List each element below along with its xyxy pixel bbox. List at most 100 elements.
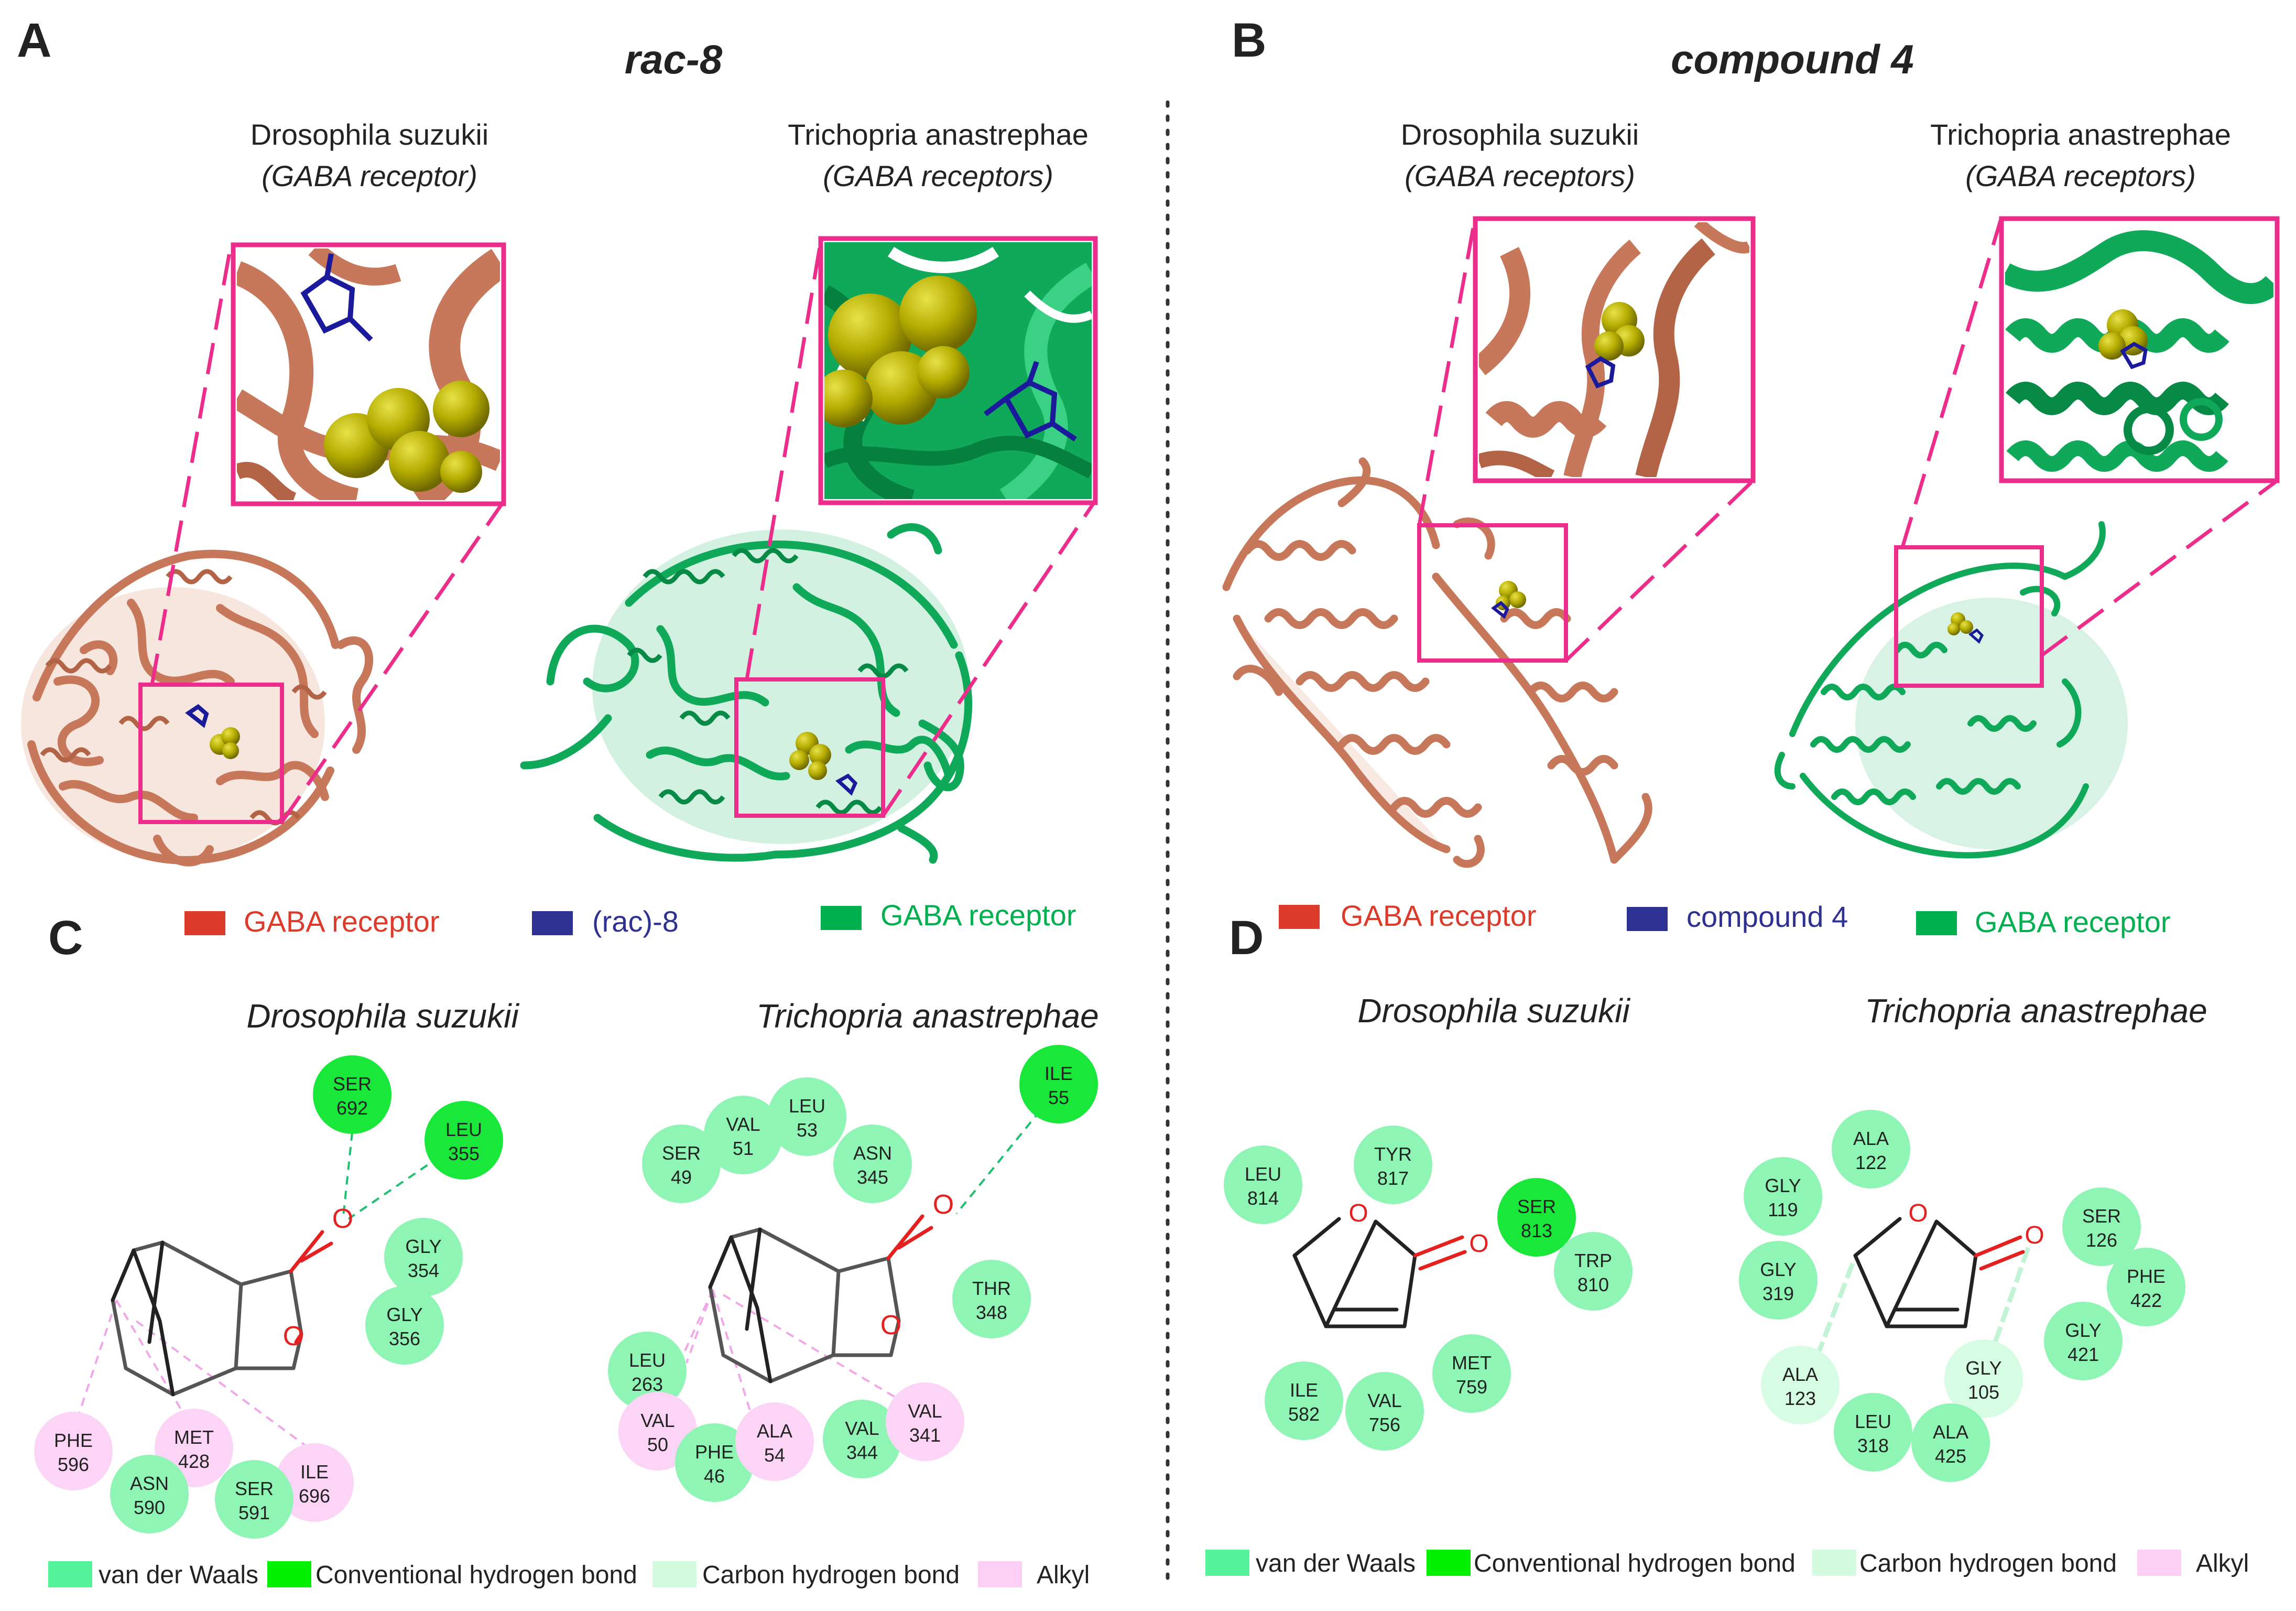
residue-circle xyxy=(1265,1361,1343,1440)
residue-name: ALA xyxy=(1782,1364,1818,1385)
protein-render-a-left xyxy=(21,549,373,867)
legend-d-label-2: Conventional hydrogen bond xyxy=(1474,1550,1796,1577)
residue-number: 813 xyxy=(1521,1220,1552,1241)
residue-circle xyxy=(34,1412,113,1490)
zoom-line-a-left-2 xyxy=(280,500,506,823)
legend-c-label-4: Alkyl xyxy=(1037,1561,1090,1589)
residue-number: 810 xyxy=(1577,1274,1609,1295)
residue-number: 356 xyxy=(389,1328,420,1349)
inset-a-right xyxy=(824,242,1092,499)
residue-name: VAL xyxy=(726,1113,760,1135)
residue-number: 759 xyxy=(1456,1376,1487,1398)
residue-number: 814 xyxy=(1247,1187,1279,1209)
ligand-mini-b-right xyxy=(1947,612,1984,644)
residue-number: 582 xyxy=(1288,1403,1320,1425)
residue-circle xyxy=(215,1460,293,1539)
residue-number: 345 xyxy=(857,1166,888,1188)
residue-name: MET xyxy=(1452,1352,1492,1374)
residue-circle xyxy=(768,1077,846,1156)
residue-number: 344 xyxy=(846,1442,878,1463)
zoom-box-b-left xyxy=(1417,523,1568,663)
residue-circle xyxy=(642,1125,721,1203)
residue-number: 53 xyxy=(797,1119,818,1141)
legend-d-label-3: Carbon hydrogen bond xyxy=(1859,1550,2117,1577)
residue-number: 348 xyxy=(976,1302,1007,1323)
protein-render-b-left xyxy=(1222,457,1652,868)
legend-d-label-1: van der Waals xyxy=(1256,1550,1416,1577)
residue-circle xyxy=(275,1443,354,1522)
d-right-title: Trichopria anastrephae xyxy=(1865,992,2207,1030)
residue-circle xyxy=(833,1125,912,1203)
legend-c-label-3: Carbon hydrogen bond xyxy=(702,1561,960,1589)
legend-a-swatch-3 xyxy=(821,906,862,930)
legend-d: van der Waals Conventional hydrogen bond… xyxy=(1205,1550,2249,1577)
residue-name: GLY xyxy=(1760,1259,1796,1280)
residue-name: GLY xyxy=(1765,1175,1801,1196)
residue-name: GLY xyxy=(405,1236,441,1257)
legend-b-swatch-3 xyxy=(1916,911,1957,935)
legend-d-label-4: Alkyl xyxy=(2196,1550,2249,1577)
residue-name: VAL xyxy=(845,1418,879,1439)
zoom-line-b-right-1 xyxy=(1900,218,2003,548)
legend-a: GABA receptor (rac)-8 GABA receptor xyxy=(184,899,1076,938)
atom-o-c-left-2: O xyxy=(283,1321,304,1351)
ligand-structure-d-left xyxy=(1292,1217,1467,1328)
residue-circle xyxy=(608,1332,687,1410)
caption-b-left-species: Drosophila suzukii xyxy=(1401,118,1639,151)
residue-circle xyxy=(2044,1302,2123,1380)
residue-number: 692 xyxy=(336,1097,368,1119)
residue-name: TRP xyxy=(1574,1250,1612,1271)
legend-c-swatch-3 xyxy=(652,1561,697,1587)
atom-o-d-left-2: O xyxy=(1469,1230,1488,1258)
residue-number: 46 xyxy=(704,1465,725,1487)
residue-name: LEU xyxy=(1245,1163,1281,1185)
panel-letter-d: D xyxy=(1229,911,1264,965)
atom-o-d-right-2: O xyxy=(2025,1221,2044,1249)
residue-name: SER xyxy=(235,1478,274,1499)
residue-number: 756 xyxy=(1369,1414,1400,1435)
residue-circle xyxy=(1911,1403,1990,1482)
residue-number: 590 xyxy=(134,1497,165,1518)
residue-number: 319 xyxy=(1762,1283,1794,1304)
zoom-line-a-left-1 xyxy=(150,246,233,685)
residue-circle xyxy=(1832,1110,1910,1188)
legend-a-label-1: GABA receptor xyxy=(244,905,440,938)
residue-name: PHE xyxy=(54,1430,93,1451)
inset-a-left xyxy=(237,248,500,500)
residue-number: 123 xyxy=(1784,1388,1816,1409)
panel-letter-b: B xyxy=(1232,14,1266,67)
atom-o-c-right-1: O xyxy=(933,1190,954,1220)
legend-b-label-1: GABA receptor xyxy=(1341,899,1537,932)
zoom-box-b-right xyxy=(1894,545,2044,688)
caption-b-left-receptor: (GABA receptors) xyxy=(1405,159,1635,192)
residue-number: 425 xyxy=(1935,1445,1966,1467)
zoom-line-b-right-2 xyxy=(2040,479,2279,657)
residue-circle xyxy=(1019,1045,1098,1123)
residue-val-344: VAL 344 xyxy=(823,1400,901,1478)
inset-frame-a-left xyxy=(231,242,506,506)
residue-name: PHE xyxy=(2127,1266,2166,1287)
residue-number: 263 xyxy=(632,1374,663,1395)
legend-b-swatch-1 xyxy=(1279,905,1320,929)
legend-c: van der Waals Conventional hydrogen bond… xyxy=(48,1561,1090,1589)
caption-a-right-receptor: (GABA receptors) xyxy=(823,159,1053,192)
zoom-line-a-right-2 xyxy=(882,500,1097,817)
residue-name: VAL xyxy=(640,1410,674,1431)
residue-circle xyxy=(2062,1187,2141,1266)
legend-a-swatch-2 xyxy=(532,911,573,935)
legend-c-swatch-1 xyxy=(48,1561,92,1587)
zoom-line-b-left-2 xyxy=(1564,479,1755,662)
